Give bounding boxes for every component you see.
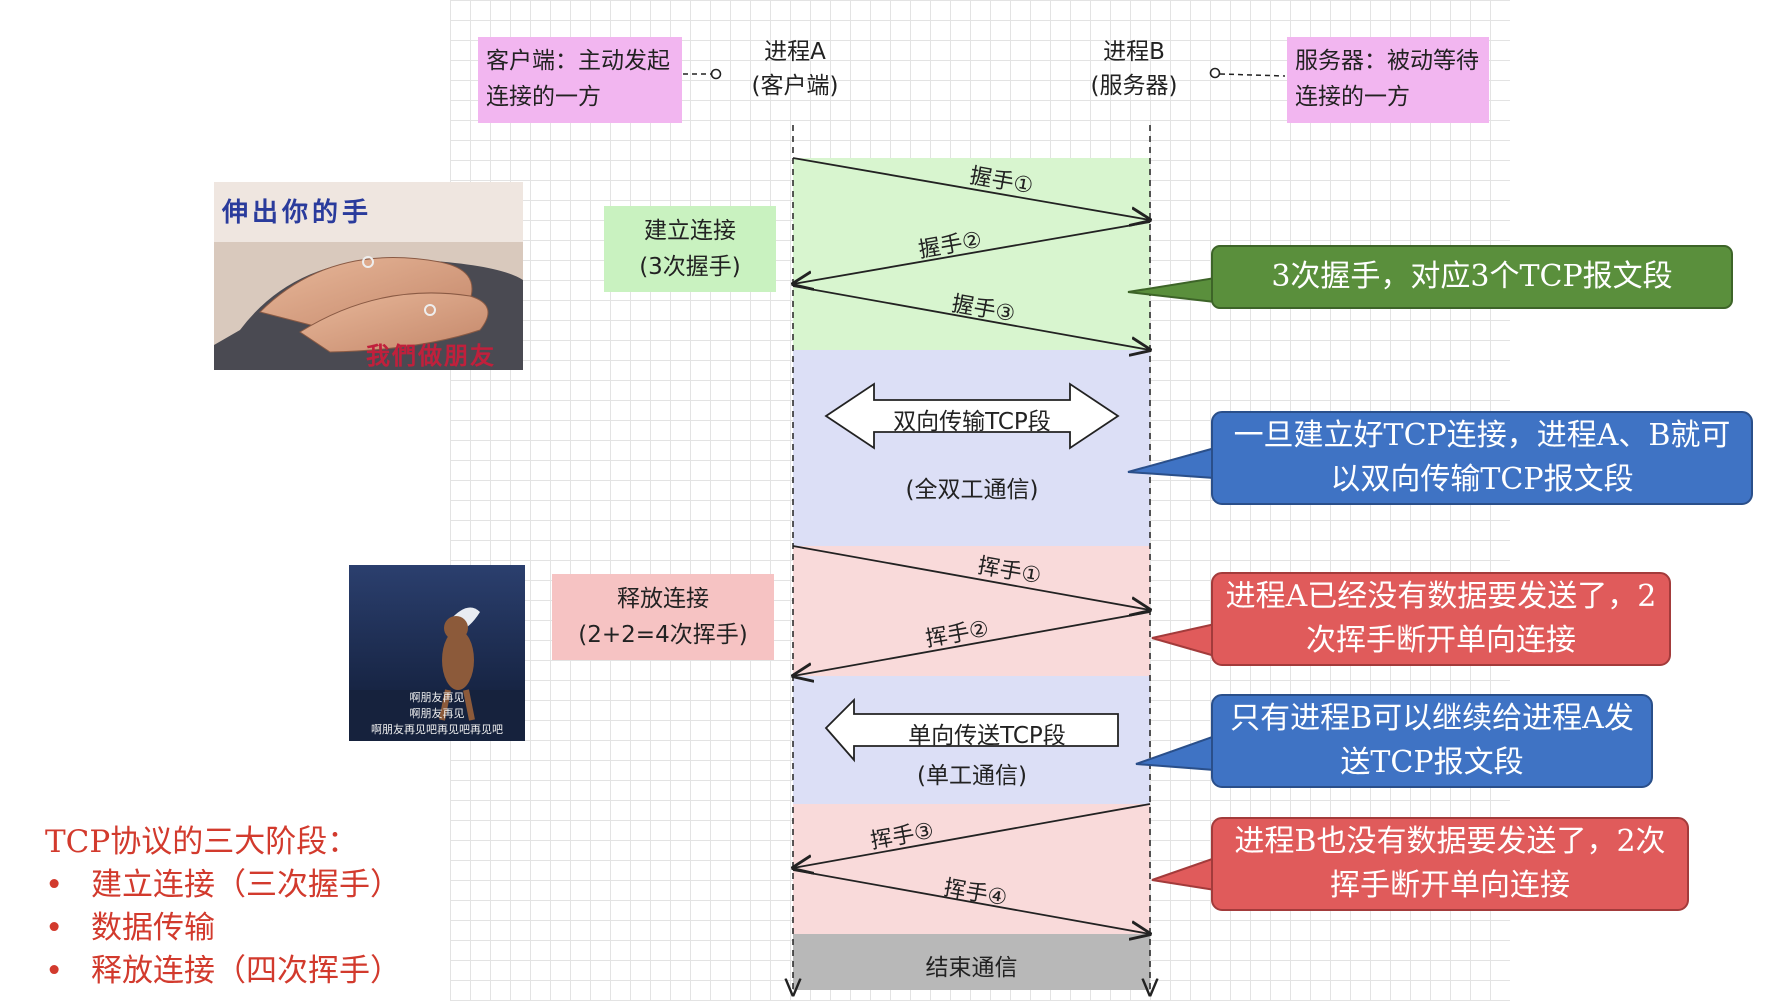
callout-1-text: 3次握手，对应3个TCP报文段 (1271, 259, 1673, 294)
farewell-sub-1: 啊朋友再见 (409, 691, 465, 704)
duplex-double-arrow (824, 382, 1120, 450)
summary-item-text: 释放连接（四次挥手） (91, 953, 401, 989)
callout-2-text: 一旦建立好TCP连接，进程A、B就可以双向传输TCP报文段 (1233, 418, 1731, 497)
handshake-1-arrow (792, 157, 1150, 220)
server-connector (1219, 73, 1286, 77)
zone-full-duplex (793, 350, 1150, 546)
wave-3-arrow (793, 803, 1151, 868)
process-b-header: 进程B (服务器) (1064, 35, 1204, 103)
callout-3-text: 进程A已经没有数据要发送了，2次挥手断开单向连接 (1225, 579, 1657, 658)
farewell-sub-2: 啊朋友再见 (409, 707, 465, 720)
release-phase-box: 释放连接 (2+2=4次挥手) (552, 574, 774, 660)
server-role-text: 服务器：被动等待连接的一方 (1295, 48, 1479, 110)
zone-wave-b (793, 804, 1150, 934)
process-b-name: 进程B (1103, 39, 1165, 65)
summary-title: TCP协议的三大阶段： (45, 824, 359, 860)
farewell-subtitles: 啊朋友再见 啊朋友再见 啊朋友再见吧再见吧再见吧 (349, 690, 525, 738)
summary-item: • 数据传输 (45, 907, 401, 950)
summary-item-text: 数据传输 (91, 910, 215, 946)
summary-item: • 释放连接（四次挥手） (45, 950, 401, 993)
release-phase-line1: 释放连接 (616, 586, 709, 612)
server-role-box: 服务器：被动等待连接的一方 (1287, 37, 1489, 123)
handshake-image-bottom-text: 我們做朋友 (366, 341, 496, 370)
summary-item-text: 建立连接（三次握手） (91, 867, 401, 903)
summary-item: • 建立连接（三次握手） (45, 864, 401, 907)
handshake-image-top-text: 伸出你的手 (222, 198, 373, 228)
handshake-3-arrow (792, 285, 1150, 350)
summary-list: • 建立连接（三次握手） • 数据传输 • 释放连接（四次挥手） (45, 864, 401, 993)
wave-4-arrow (792, 869, 1150, 934)
zone-wave-a (793, 546, 1150, 676)
farewell-image (349, 565, 525, 741)
bullet-icon: • (45, 867, 64, 903)
simplex-note: (单工通信) (917, 763, 1027, 789)
process-a-role: (客户端) (751, 73, 839, 99)
process-b-role: (服务器) (1090, 73, 1178, 99)
handshake-image (214, 182, 523, 370)
client-role-text: 客户端：主动发起连接的一方 (486, 48, 670, 110)
handshake-2-arrow (793, 221, 1151, 284)
simplex-left-arrow (824, 697, 1119, 763)
callout-2-bubble (1127, 411, 1753, 505)
release-phase-line2: (2+2=4次挥手) (578, 622, 748, 648)
simplex-arrow-text: 单向传送TCP段 (908, 723, 1066, 749)
wave-2-arrow (793, 611, 1151, 676)
zone-end (793, 934, 1150, 990)
duplex-note: (全双工通信) (905, 477, 1039, 503)
establish-phase-line1: 建立连接 (644, 218, 736, 244)
client-role-box: 客户端：主动发起连接的一方 (478, 37, 682, 123)
server-connector-dot (1209, 67, 1221, 79)
client-connector-dot (710, 68, 722, 80)
callout-3-bubble (1151, 572, 1671, 666)
callout-5-text: 进程B也没有数据要发送了，2次挥手断开单向连接 (1234, 824, 1666, 903)
callout-4-text: 只有进程B可以继续给进程A发送TCP报文段 (1230, 701, 1634, 780)
callout-4-bubble (1135, 694, 1653, 788)
callout-1-bubble (1127, 245, 1733, 309)
end-communication-label: 结束通信 (925, 955, 1018, 981)
wave-1-arrow (792, 545, 1150, 610)
duplex-arrow-text: 双向传输TCP段 (893, 409, 1051, 435)
establish-phase-box: 建立连接 (3次握手) (604, 206, 776, 292)
process-a-name: 进程A (764, 39, 826, 65)
bullet-icon: • (45, 910, 64, 946)
summary-block: TCP协议的三大阶段： • 建立连接（三次握手） • 数据传输 • 释放连接（四次挥手… (45, 820, 401, 993)
bullet-icon: • (45, 953, 64, 989)
establish-phase-line2: (3次握手) (639, 254, 741, 280)
callout-5-bubble (1151, 817, 1689, 911)
process-a-header: 进程A (客户端) (725, 35, 865, 103)
farewell-sub-3: 啊朋友再见吧再见吧再见吧 (371, 723, 503, 736)
